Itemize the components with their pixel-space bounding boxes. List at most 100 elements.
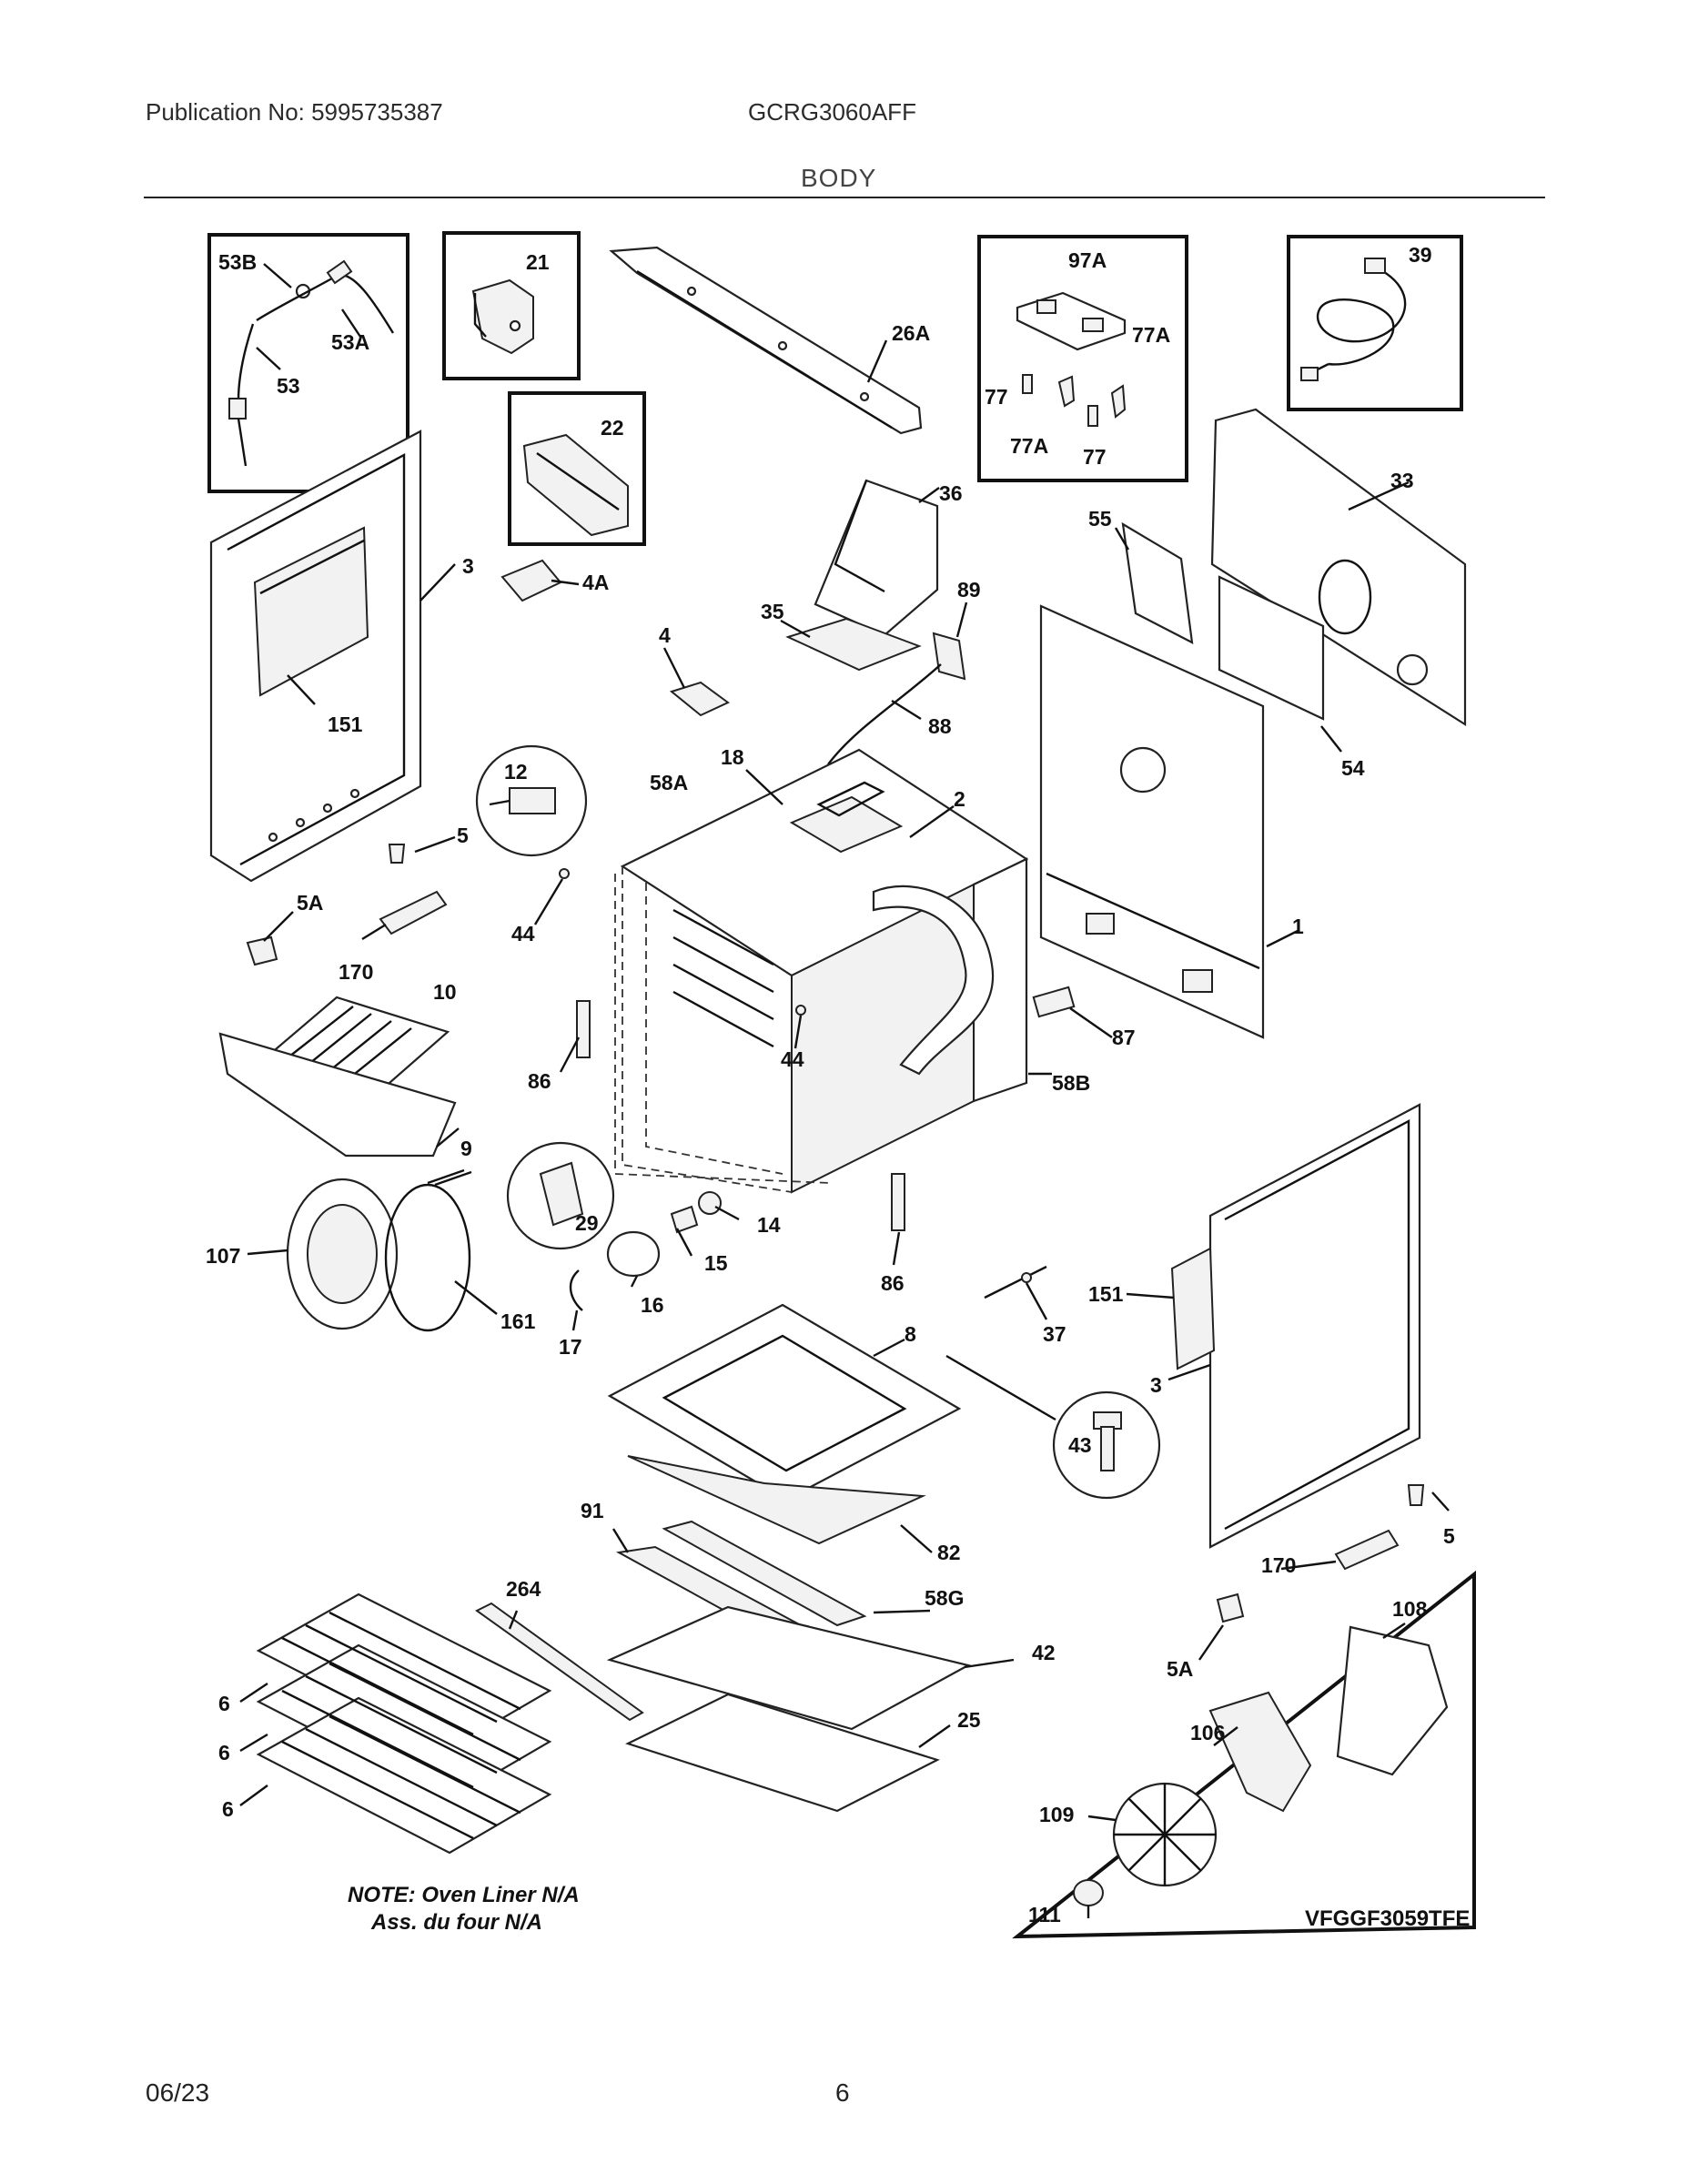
part-35-plate-drawing xyxy=(785,617,922,672)
oven-racks-drawing xyxy=(256,1592,552,1855)
part-36-vent-duct-drawing xyxy=(814,479,939,637)
label-58G: 58G xyxy=(925,1586,964,1610)
label-53B: 53B xyxy=(218,250,257,274)
label-170-right: 170 xyxy=(1261,1553,1296,1577)
label-15: 15 xyxy=(704,1251,728,1275)
label-10: 10 xyxy=(433,980,457,1004)
label-111: 111 xyxy=(1028,1903,1061,1926)
part-89-sensor-drawing xyxy=(827,632,966,765)
label-54: 54 xyxy=(1341,756,1365,780)
label-91: 91 xyxy=(581,1499,604,1522)
label-18: 18 xyxy=(721,745,744,769)
part-12-igniter-inset xyxy=(475,744,588,857)
left-side-panel-drawing xyxy=(209,430,422,883)
label-43: 43 xyxy=(1068,1433,1092,1457)
label-53A: 53A xyxy=(331,330,369,354)
label-77A-bottom: 77A xyxy=(1010,434,1048,458)
label-87: 87 xyxy=(1112,1026,1136,1049)
label-5A-right: 5A xyxy=(1167,1657,1193,1681)
label-82: 82 xyxy=(937,1541,961,1564)
label-3-right: 3 xyxy=(1150,1373,1162,1397)
label-36: 36 xyxy=(939,481,963,505)
label-12: 12 xyxy=(504,760,528,784)
label-264: 264 xyxy=(506,1577,541,1601)
label-8: 8 xyxy=(905,1322,916,1346)
note-oven-liner: NOTE: Oven Liner N/A xyxy=(348,1883,580,1907)
label-97A: 97A xyxy=(1068,248,1107,272)
part-161-heating-element-drawing xyxy=(384,1168,472,1332)
part-58G-drawing xyxy=(662,1520,867,1627)
label-86-left: 86 xyxy=(528,1069,551,1093)
part-170-clip-left xyxy=(379,890,448,935)
part-5-screw-left xyxy=(388,844,406,864)
part-29-bracket-inset xyxy=(506,1141,615,1250)
part-8-oven-bottom-drawing xyxy=(607,1303,962,1502)
inset-box-part-22 xyxy=(508,391,646,546)
part-86-hinge-left xyxy=(576,1000,591,1058)
part-5-screw-right xyxy=(1407,1484,1425,1506)
label-37: 37 xyxy=(1043,1322,1066,1346)
part-33-rear-panel-drawing xyxy=(1210,408,1467,726)
label-29: 29 xyxy=(575,1211,599,1235)
part-22-bracket-drawing xyxy=(522,433,629,537)
label-53: 53 xyxy=(277,374,300,398)
part-26A-brace-drawing xyxy=(609,246,923,435)
label-44-left: 44 xyxy=(511,922,535,945)
label-5-right: 5 xyxy=(1443,1524,1455,1548)
part-5A-bracket-right xyxy=(1216,1592,1245,1623)
part-21-bracket-drawing xyxy=(471,278,534,355)
label-151-right: 151 xyxy=(1088,1282,1124,1306)
label-88: 88 xyxy=(928,714,952,738)
label-86-right: 86 xyxy=(881,1271,905,1295)
label-9: 9 xyxy=(460,1137,472,1160)
label-58A: 58A xyxy=(650,771,688,794)
footer-page-number: 6 xyxy=(835,2078,850,2107)
oven-liner-assembly-drawing xyxy=(614,748,1029,1194)
part-107-fan-cover-drawing xyxy=(286,1178,399,1330)
label-5-left: 5 xyxy=(457,824,469,847)
power-cord-drawing xyxy=(1300,258,1407,381)
inset-box-control-board xyxy=(977,235,1188,482)
label-151-left: 151 xyxy=(328,713,363,736)
label-17: 17 xyxy=(559,1335,582,1359)
label-4A: 4A xyxy=(582,571,609,594)
label-108: 108 xyxy=(1392,1597,1428,1621)
label-161: 161 xyxy=(500,1309,536,1333)
label-77-bottom: 77 xyxy=(1083,445,1107,469)
part-42-drawing xyxy=(606,1605,972,1731)
section-title: BODY xyxy=(801,164,877,192)
convection-fan-drawing xyxy=(1073,1625,1449,1906)
label-16: 16 xyxy=(641,1293,664,1317)
probe-assembly-drawing xyxy=(228,259,395,467)
part-170-clip-right xyxy=(1334,1529,1400,1571)
inset-box-part-21 xyxy=(442,231,581,380)
label-6-top: 6 xyxy=(218,1692,230,1715)
leader-lines xyxy=(239,263,1450,1918)
publication-number: Publication No: 5995735387 xyxy=(146,98,443,126)
part-55-shield-drawing xyxy=(1121,521,1194,644)
label-42: 42 xyxy=(1032,1641,1056,1664)
header-divider xyxy=(144,197,1545,198)
label-77-left: 77 xyxy=(985,385,1008,409)
part-1-back-panel-drawing xyxy=(1039,604,1265,1039)
label-3-left: 3 xyxy=(462,554,474,578)
light-assembly-drawing xyxy=(569,1191,722,1311)
label-5A-left: 5A xyxy=(297,891,323,915)
inset-box-power-cord xyxy=(1287,235,1463,411)
note-oven-liner-french: Ass. du four N/A xyxy=(370,1910,542,1935)
part-43-screw-inset xyxy=(945,1354,1161,1500)
label-39: 39 xyxy=(1409,243,1432,267)
label-21: 21 xyxy=(526,250,550,274)
label-1: 1 xyxy=(1292,915,1304,938)
label-22: 22 xyxy=(601,416,624,440)
part-82-drawing xyxy=(627,1455,926,1545)
part-25-drawing xyxy=(625,1693,940,1813)
label-109: 109 xyxy=(1039,1803,1074,1826)
label-6-bottom: 6 xyxy=(222,1797,234,1821)
right-side-panel-drawing xyxy=(1170,1103,1421,1549)
part-37-wire-drawing xyxy=(984,1265,1047,1299)
label-26A: 26A xyxy=(892,321,930,345)
part-44-screw-left xyxy=(559,868,570,879)
part-87-drawing xyxy=(1032,986,1076,1018)
label-4: 4 xyxy=(659,623,671,647)
